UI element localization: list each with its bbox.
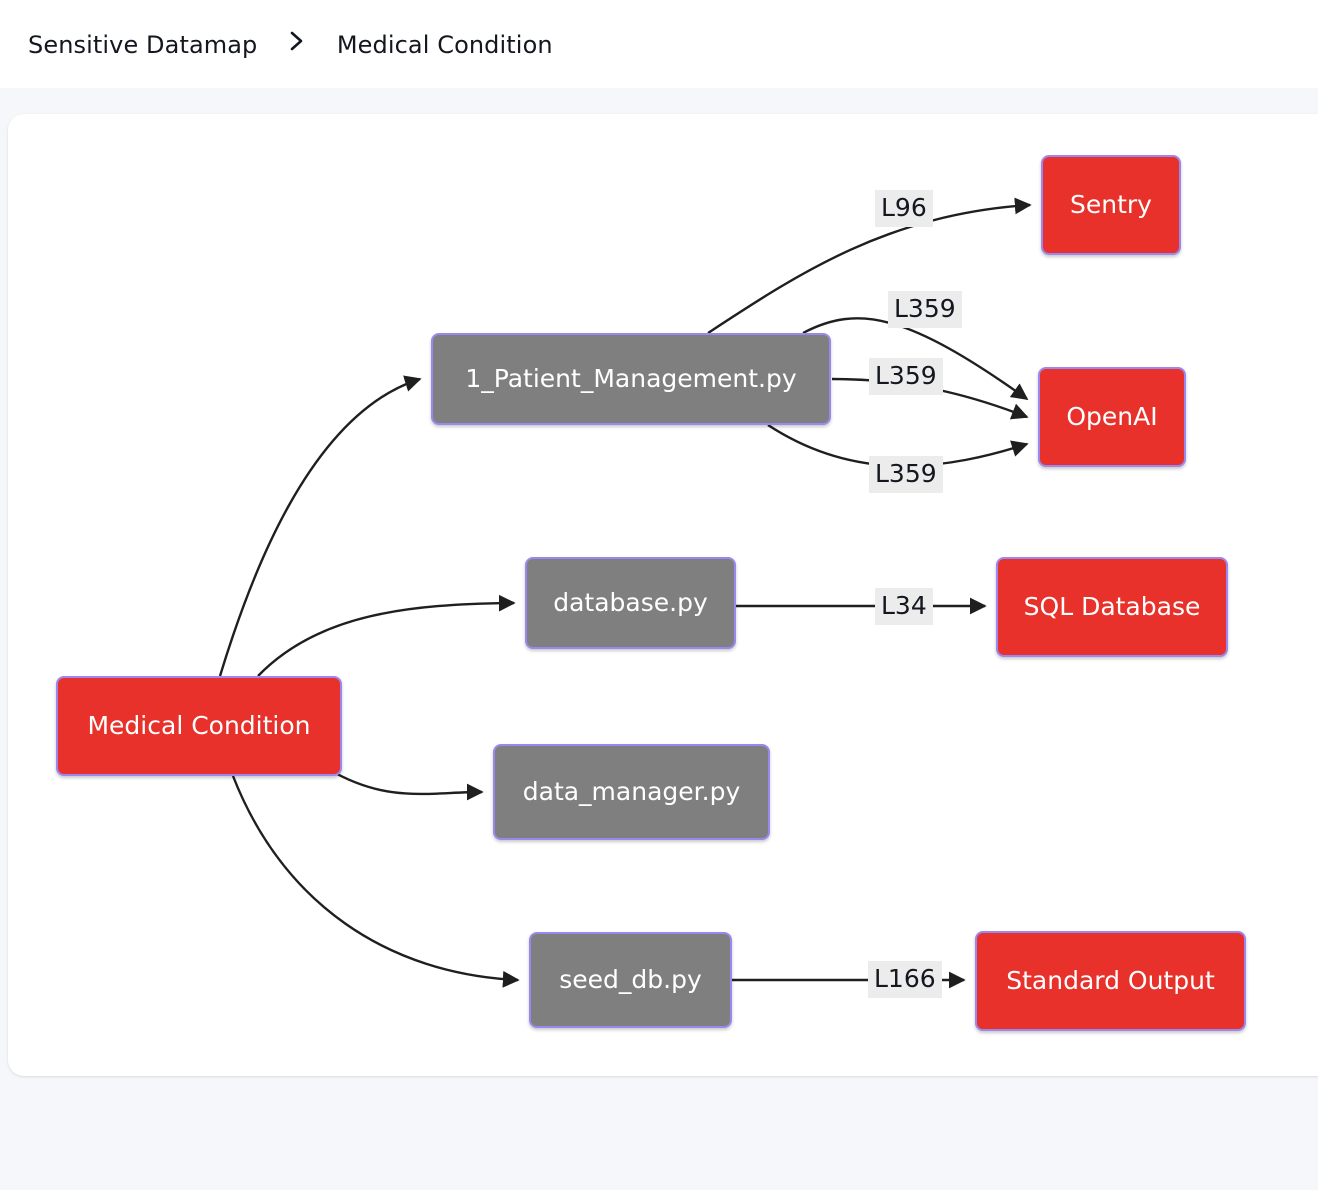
node-database-py[interactable]: database.py — [525, 557, 736, 649]
breadcrumb-item-medical-condition: Medical Condition — [336, 31, 553, 59]
edge-medical-condition-to-data-manager — [327, 767, 484, 801]
edge-label-l96: L96 — [875, 190, 933, 227]
edge-label-l359-middle: L359 — [869, 358, 943, 395]
node-1-patient-management-py[interactable]: 1_Patient_Management.py — [431, 333, 831, 425]
breadcrumb: Sensitive Datamap Medical Condition — [28, 29, 553, 59]
chevron-right-icon — [289, 29, 305, 53]
edge-label-l34: L34 — [875, 588, 933, 625]
edge-medical-condition-to-patient-management — [218, 375, 422, 677]
graph-card: Medical Condition 1_Patient_Management.p… — [8, 114, 1318, 1076]
flow-graph[interactable]: Medical Condition 1_Patient_Management.p… — [8, 114, 1318, 1076]
node-medical-condition[interactable]: Medical Condition — [56, 676, 342, 776]
edge-patient-management-to-sentry — [707, 197, 1032, 335]
edge-medical-condition-to-database — [257, 594, 516, 677]
header-bar: Sensitive Datamap Medical Condition — [0, 0, 1318, 88]
node-seed-db-py[interactable]: seed_db.py — [529, 932, 732, 1028]
edge-label-l166: L166 — [868, 961, 942, 998]
node-data-manager-py[interactable]: data_manager.py — [493, 744, 770, 840]
node-sentry[interactable]: Sentry — [1041, 155, 1181, 255]
edge-label-l359-bottom: L359 — [869, 456, 943, 493]
node-sql-database[interactable]: SQL Database — [996, 557, 1228, 657]
edge-medical-condition-to-seed-db — [231, 775, 520, 988]
breadcrumb-item-sensitive-datamap[interactable]: Sensitive Datamap — [28, 31, 258, 59]
node-openai[interactable]: OpenAI — [1038, 367, 1186, 467]
edge-label-l359-top: L359 — [888, 291, 962, 328]
node-standard-output[interactable]: Standard Output — [975, 931, 1246, 1031]
